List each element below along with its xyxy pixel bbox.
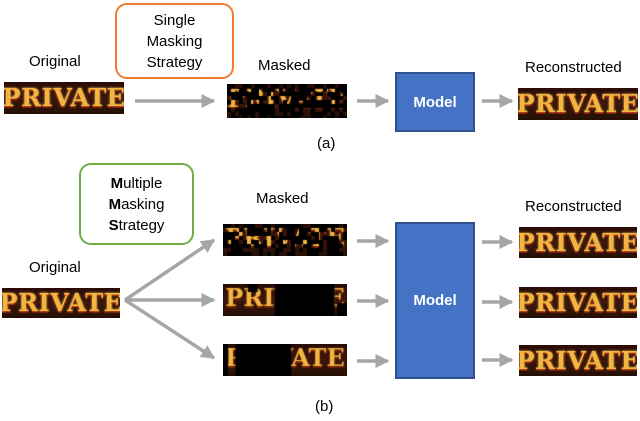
masked-image-b-1	[223, 224, 347, 256]
strategy-line-3: Strategy	[146, 53, 203, 71]
model-box-a: Model	[395, 72, 475, 132]
caption-a: (a)	[317, 135, 336, 152]
masked-image-a	[227, 84, 347, 118]
caption-b: (b)	[315, 398, 334, 415]
reconstructed-image-b-2-text: PRIVATE	[519, 287, 637, 317]
original-image-b-text: PRIVATE	[2, 288, 120, 317]
strategy-b-line-3: Strategy	[108, 216, 165, 234]
reconstructed-image-a-text: PRIVATE	[518, 89, 638, 118]
original-image-a-text: PRIVATE	[4, 83, 124, 112]
strategy-b-line-1: Multiple	[110, 174, 163, 192]
reconstructed-image-b-1-text: PRIVATE	[519, 227, 637, 257]
reconstructed-image-b-3-text: PRIVATE	[519, 345, 637, 375]
arrow-b-original-to-masked-3	[124, 298, 216, 360]
masked-label-b: Masked	[256, 190, 309, 207]
strategy-line-1: Single	[153, 11, 196, 29]
reconstructed-image-a: PRIVATE	[518, 88, 638, 120]
strategy-line-2: Masking	[146, 32, 203, 50]
original-image-a: PRIVATE	[4, 82, 124, 114]
masked-image-b-2	[223, 284, 347, 316]
reconstructed-image-b-2: PRIVATE	[519, 287, 637, 318]
original-label-a: Original	[29, 53, 81, 70]
model-box-b: Model	[395, 222, 475, 379]
multiple-masking-strategy-box: Multiple Masking Strategy	[79, 163, 194, 245]
masked-image-b-3	[223, 344, 347, 376]
arrow-b-original-to-masked-1	[124, 238, 216, 302]
original-label-b: Original	[29, 259, 81, 276]
masked-label-a: Masked	[258, 57, 311, 74]
reconstructed-image-b-1: PRIVATE	[519, 227, 637, 258]
strategy-b-line-2: Masking	[108, 195, 165, 213]
reconstructed-label-b: Reconstructed	[525, 198, 622, 215]
reconstructed-image-b-3: PRIVATE	[519, 345, 637, 376]
original-image-b: PRIVATE	[2, 288, 120, 318]
single-masking-strategy-box: Single Masking Strategy	[115, 3, 234, 79]
reconstructed-label-a: Reconstructed	[525, 59, 622, 76]
